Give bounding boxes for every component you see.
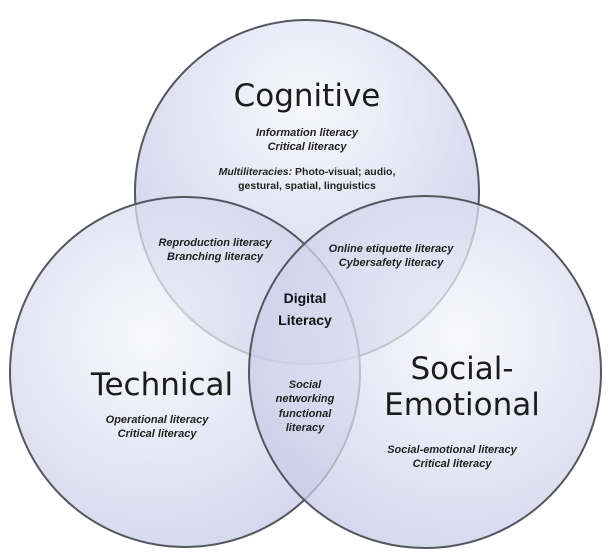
social-emotional-title-2: Emotional (384, 386, 540, 423)
cognitive-items: Information literacy Critical literacy (227, 126, 387, 155)
overlap-item: Social (288, 379, 322, 391)
technical-item: Operational literacy (105, 414, 209, 426)
cognitive-item: Information literacy (255, 127, 359, 139)
overlap-technical-social: Social networking functional literacy (255, 378, 355, 435)
social-emotional-title: Social- Emotional (372, 351, 552, 423)
overlap-item: Reproduction literacy (158, 237, 272, 249)
overlap-cognitive-social: Online etiquette literacy Cybersafety li… (311, 242, 471, 271)
technical-items: Operational literacy Critical literacy (82, 413, 232, 442)
overlap-item: Online etiquette literacy (328, 243, 454, 255)
overlap-item: literacy (285, 421, 325, 434)
overlap-item: Branching literacy (167, 251, 263, 264)
overlap-item: networking (275, 393, 335, 406)
technical-item: Critical literacy (117, 428, 197, 441)
multiliteracies-label: Multiliteracies: (218, 166, 293, 178)
cognitive-item: Critical literacy (267, 141, 347, 154)
multiliteracies-line-2: gestural, spatial, linguistics (238, 180, 376, 193)
circle-social-emotional (248, 195, 602, 549)
cognitive-title: Cognitive (233, 78, 381, 114)
social-emotional-items: Social-emotional literacy Critical liter… (372, 443, 532, 472)
overlap-item: Cybersafety literacy (338, 257, 444, 270)
multiliteracies-text: Multiliteracies: Photo-visual; audio, ge… (212, 165, 402, 193)
center-line-1: Digital (283, 290, 327, 306)
social-emotional-title-1: Social- (410, 351, 514, 387)
multiliteracies-line-1: Photo-visual; audio, (295, 166, 396, 178)
center-label: Digital Literacy (255, 287, 355, 332)
technical-title: Technical (90, 367, 234, 403)
social-emotional-item: Social-emotional literacy (387, 444, 517, 456)
overlap-cognitive-technical: Reproduction literacy Branching literacy (140, 236, 290, 265)
overlap-item: functional (278, 407, 332, 420)
social-emotional-item: Critical literacy (412, 458, 492, 471)
center-line-2: Literacy (278, 312, 332, 329)
